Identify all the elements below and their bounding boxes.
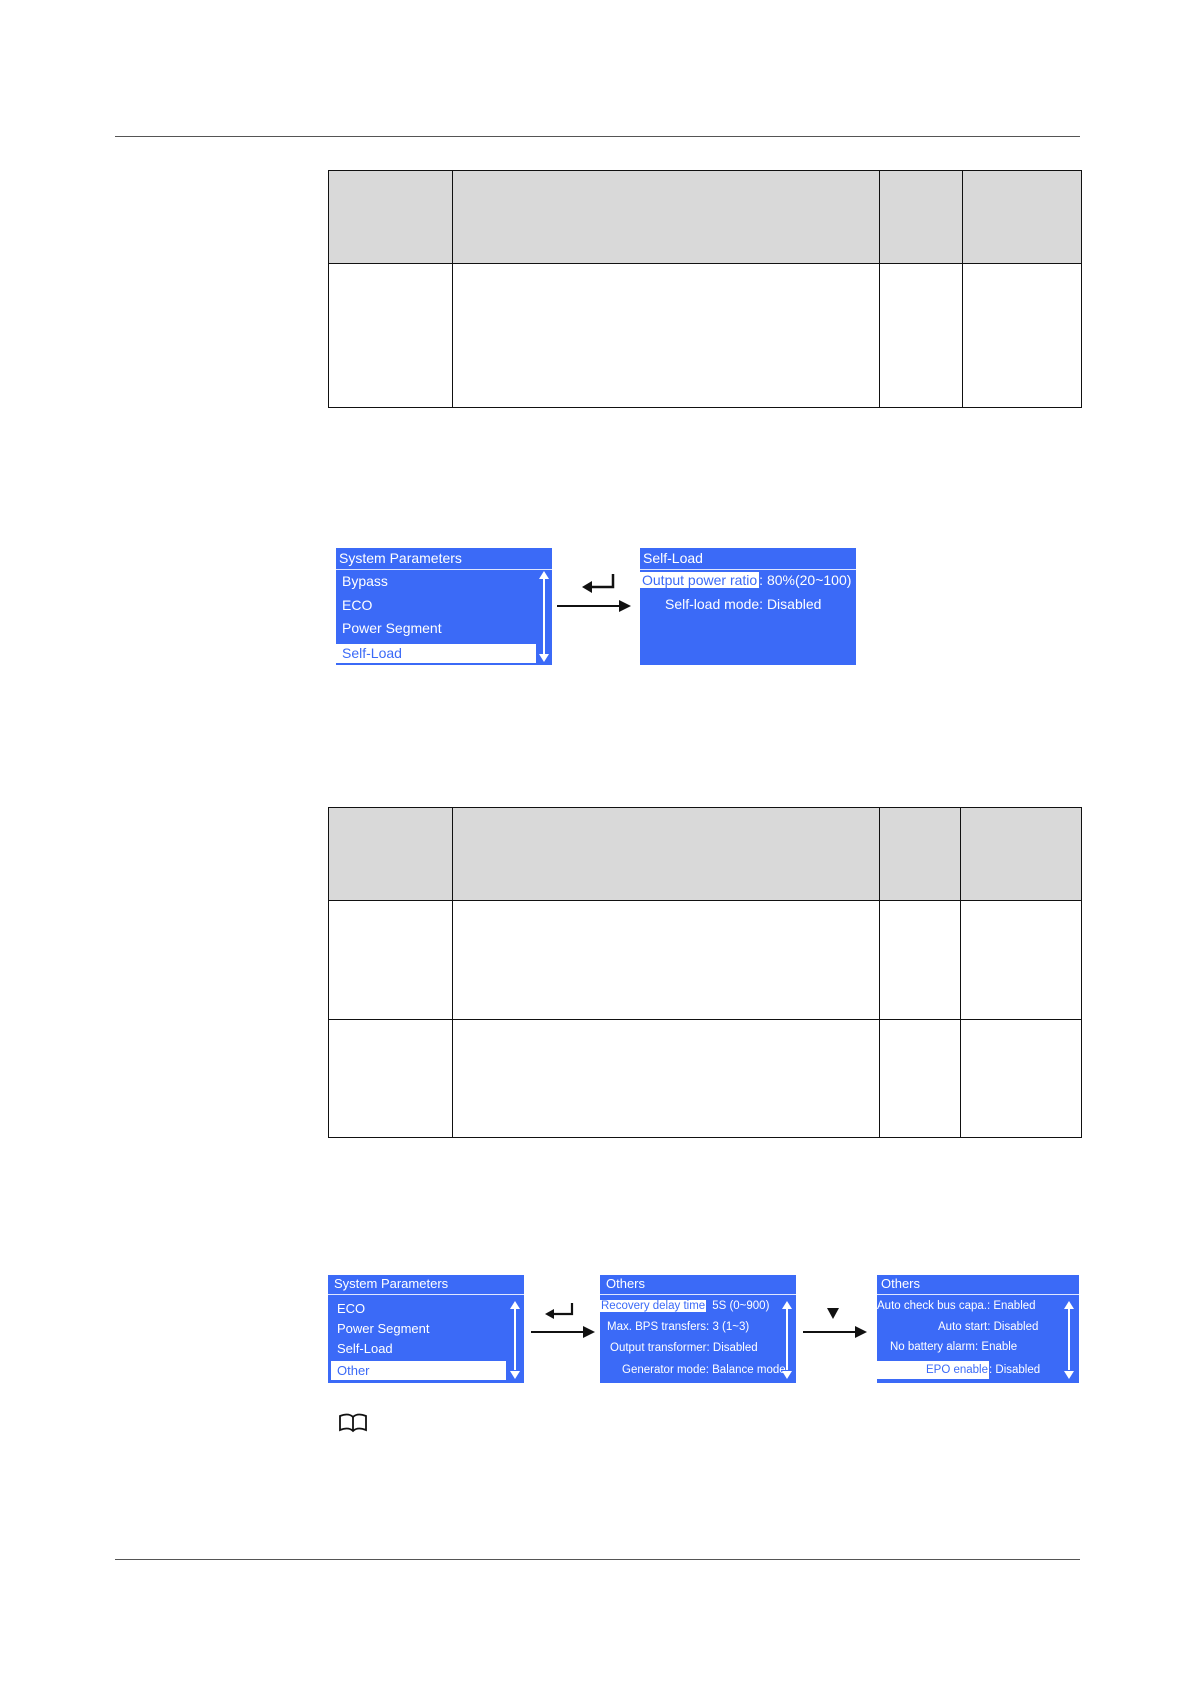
menu-item-other[interactable]: Other	[331, 1361, 506, 1380]
right-arrow-icon	[803, 1326, 867, 1338]
table-header-cell	[328, 807, 453, 901]
menu-item-power-segment[interactable]: Power Segment	[337, 1321, 430, 1336]
parameter-table-2	[328, 807, 1082, 1138]
setting-value: 5S (0~900)	[712, 1300, 770, 1312]
scroll-up-icon	[510, 1301, 520, 1309]
screen-title: Others	[600, 1275, 796, 1295]
table-cell	[879, 1019, 961, 1138]
right-arrow-icon	[531, 1326, 595, 1338]
table-cell	[960, 900, 1082, 1020]
setting-label: EPO enable	[877, 1361, 989, 1379]
scrollbar[interactable]	[1068, 1308, 1070, 1370]
table-header-cell	[452, 170, 880, 264]
table-header-cell	[962, 170, 1082, 264]
screen-title: System Parameters	[336, 548, 552, 570]
menu-item-power-segment[interactable]: Power Segment	[342, 620, 442, 636]
scroll-up-icon	[539, 571, 549, 579]
setting-row-output-power-ratio[interactable]: Output power ratio: 80%(20~100)	[640, 572, 851, 588]
setting-label: Output power ratio	[640, 572, 760, 588]
lcd-others-screen: Others Recovery delay time 5S (0~900) Max…	[600, 1275, 796, 1383]
scrollbar[interactable]	[543, 578, 545, 655]
note-book-icon	[339, 1413, 367, 1433]
table-header-cell	[452, 807, 880, 901]
setting-label: Recovery delay time	[600, 1300, 707, 1312]
enter-icon	[545, 1303, 574, 1319]
menu-item-eco[interactable]: ECO	[342, 597, 373, 613]
lcd-self-load-screen: Self-Load Output power ratio: 80%(20~100…	[640, 548, 856, 665]
setting-row-auto-start[interactable]: Auto start: Disabled	[938, 1321, 1039, 1333]
scroll-up-icon	[1064, 1301, 1074, 1309]
table-cell	[452, 900, 880, 1020]
table-row	[328, 900, 1082, 1020]
table-cell	[879, 263, 963, 408]
lcd-others-screen-page-2: Others Auto check bus capa.: Enabled Aut…	[877, 1275, 1079, 1383]
lcd-system-parameters-screen: System Parameters ECO Power Segment Self…	[328, 1275, 524, 1383]
scrollbar[interactable]	[514, 1308, 516, 1370]
footer-rule	[115, 1559, 1080, 1560]
table-cell	[962, 263, 1082, 408]
screen-title: Others	[877, 1275, 1079, 1295]
menu-item-self-load[interactable]: Self-Load	[336, 644, 536, 663]
screen-title: Self-Load	[640, 548, 856, 570]
scroll-down-icon	[782, 1371, 792, 1379]
table-header-row	[328, 807, 1082, 901]
menu-item-self-load[interactable]: Self-Load	[337, 1341, 393, 1356]
setting-row-epo-enable[interactable]: EPO enable: Disabled	[877, 1361, 1040, 1379]
menu-item-bypass[interactable]: Bypass	[342, 573, 388, 589]
table-header-row	[328, 170, 1082, 264]
setting-row-max-bps-transfers[interactable]: Max. BPS transfers: 3 (1~3)	[607, 1321, 750, 1333]
table-cell	[960, 1019, 1082, 1138]
setting-row-recovery-delay-time[interactable]: Recovery delay time 5S (0~900)	[600, 1300, 769, 1312]
table-cell	[328, 1019, 453, 1138]
enter-icon	[582, 574, 615, 593]
scrollbar[interactable]	[786, 1308, 788, 1370]
setting-value: : 80%(20~100)	[759, 572, 852, 588]
setting-row-self-load-mode[interactable]: Self-load mode: Disabled	[665, 596, 822, 612]
right-arrow-icon	[557, 600, 631, 612]
table-header-cell	[960, 807, 1082, 901]
table-row	[328, 1019, 1082, 1138]
table-header-cell	[879, 170, 963, 264]
header-rule	[115, 136, 1080, 137]
table-cell	[452, 1019, 880, 1138]
table-cell	[879, 900, 961, 1020]
scroll-down-icon	[539, 654, 549, 662]
table-cell	[452, 263, 880, 408]
table-header-cell	[879, 807, 961, 901]
lcd-system-parameters-screen: System Parameters Bypass ECO Power Segme…	[336, 548, 552, 665]
menu-item-eco[interactable]: ECO	[337, 1301, 366, 1316]
setting-row-auto-check-bus-capa[interactable]: Auto check bus capa.: Enabled	[877, 1300, 1036, 1312]
setting-row-generator-mode[interactable]: Generator mode: Balance mode	[622, 1364, 786, 1376]
setting-row-output-transformer[interactable]: Output transformer: Disabled	[610, 1342, 758, 1354]
scroll-down-icon	[510, 1371, 520, 1379]
scroll-up-icon	[782, 1301, 792, 1309]
screen-title: System Parameters	[328, 1275, 524, 1295]
down-arrow-icon	[827, 1308, 839, 1319]
table-cell	[328, 263, 453, 408]
parameter-table-1	[328, 170, 1082, 408]
table-cell	[328, 900, 453, 1020]
setting-value: : Disabled	[989, 1364, 1041, 1376]
table-row	[328, 263, 1082, 408]
setting-row-no-battery-alarm[interactable]: No battery alarm: Enable	[890, 1341, 1018, 1353]
scroll-down-icon	[1064, 1371, 1074, 1379]
table-header-cell	[328, 170, 453, 264]
